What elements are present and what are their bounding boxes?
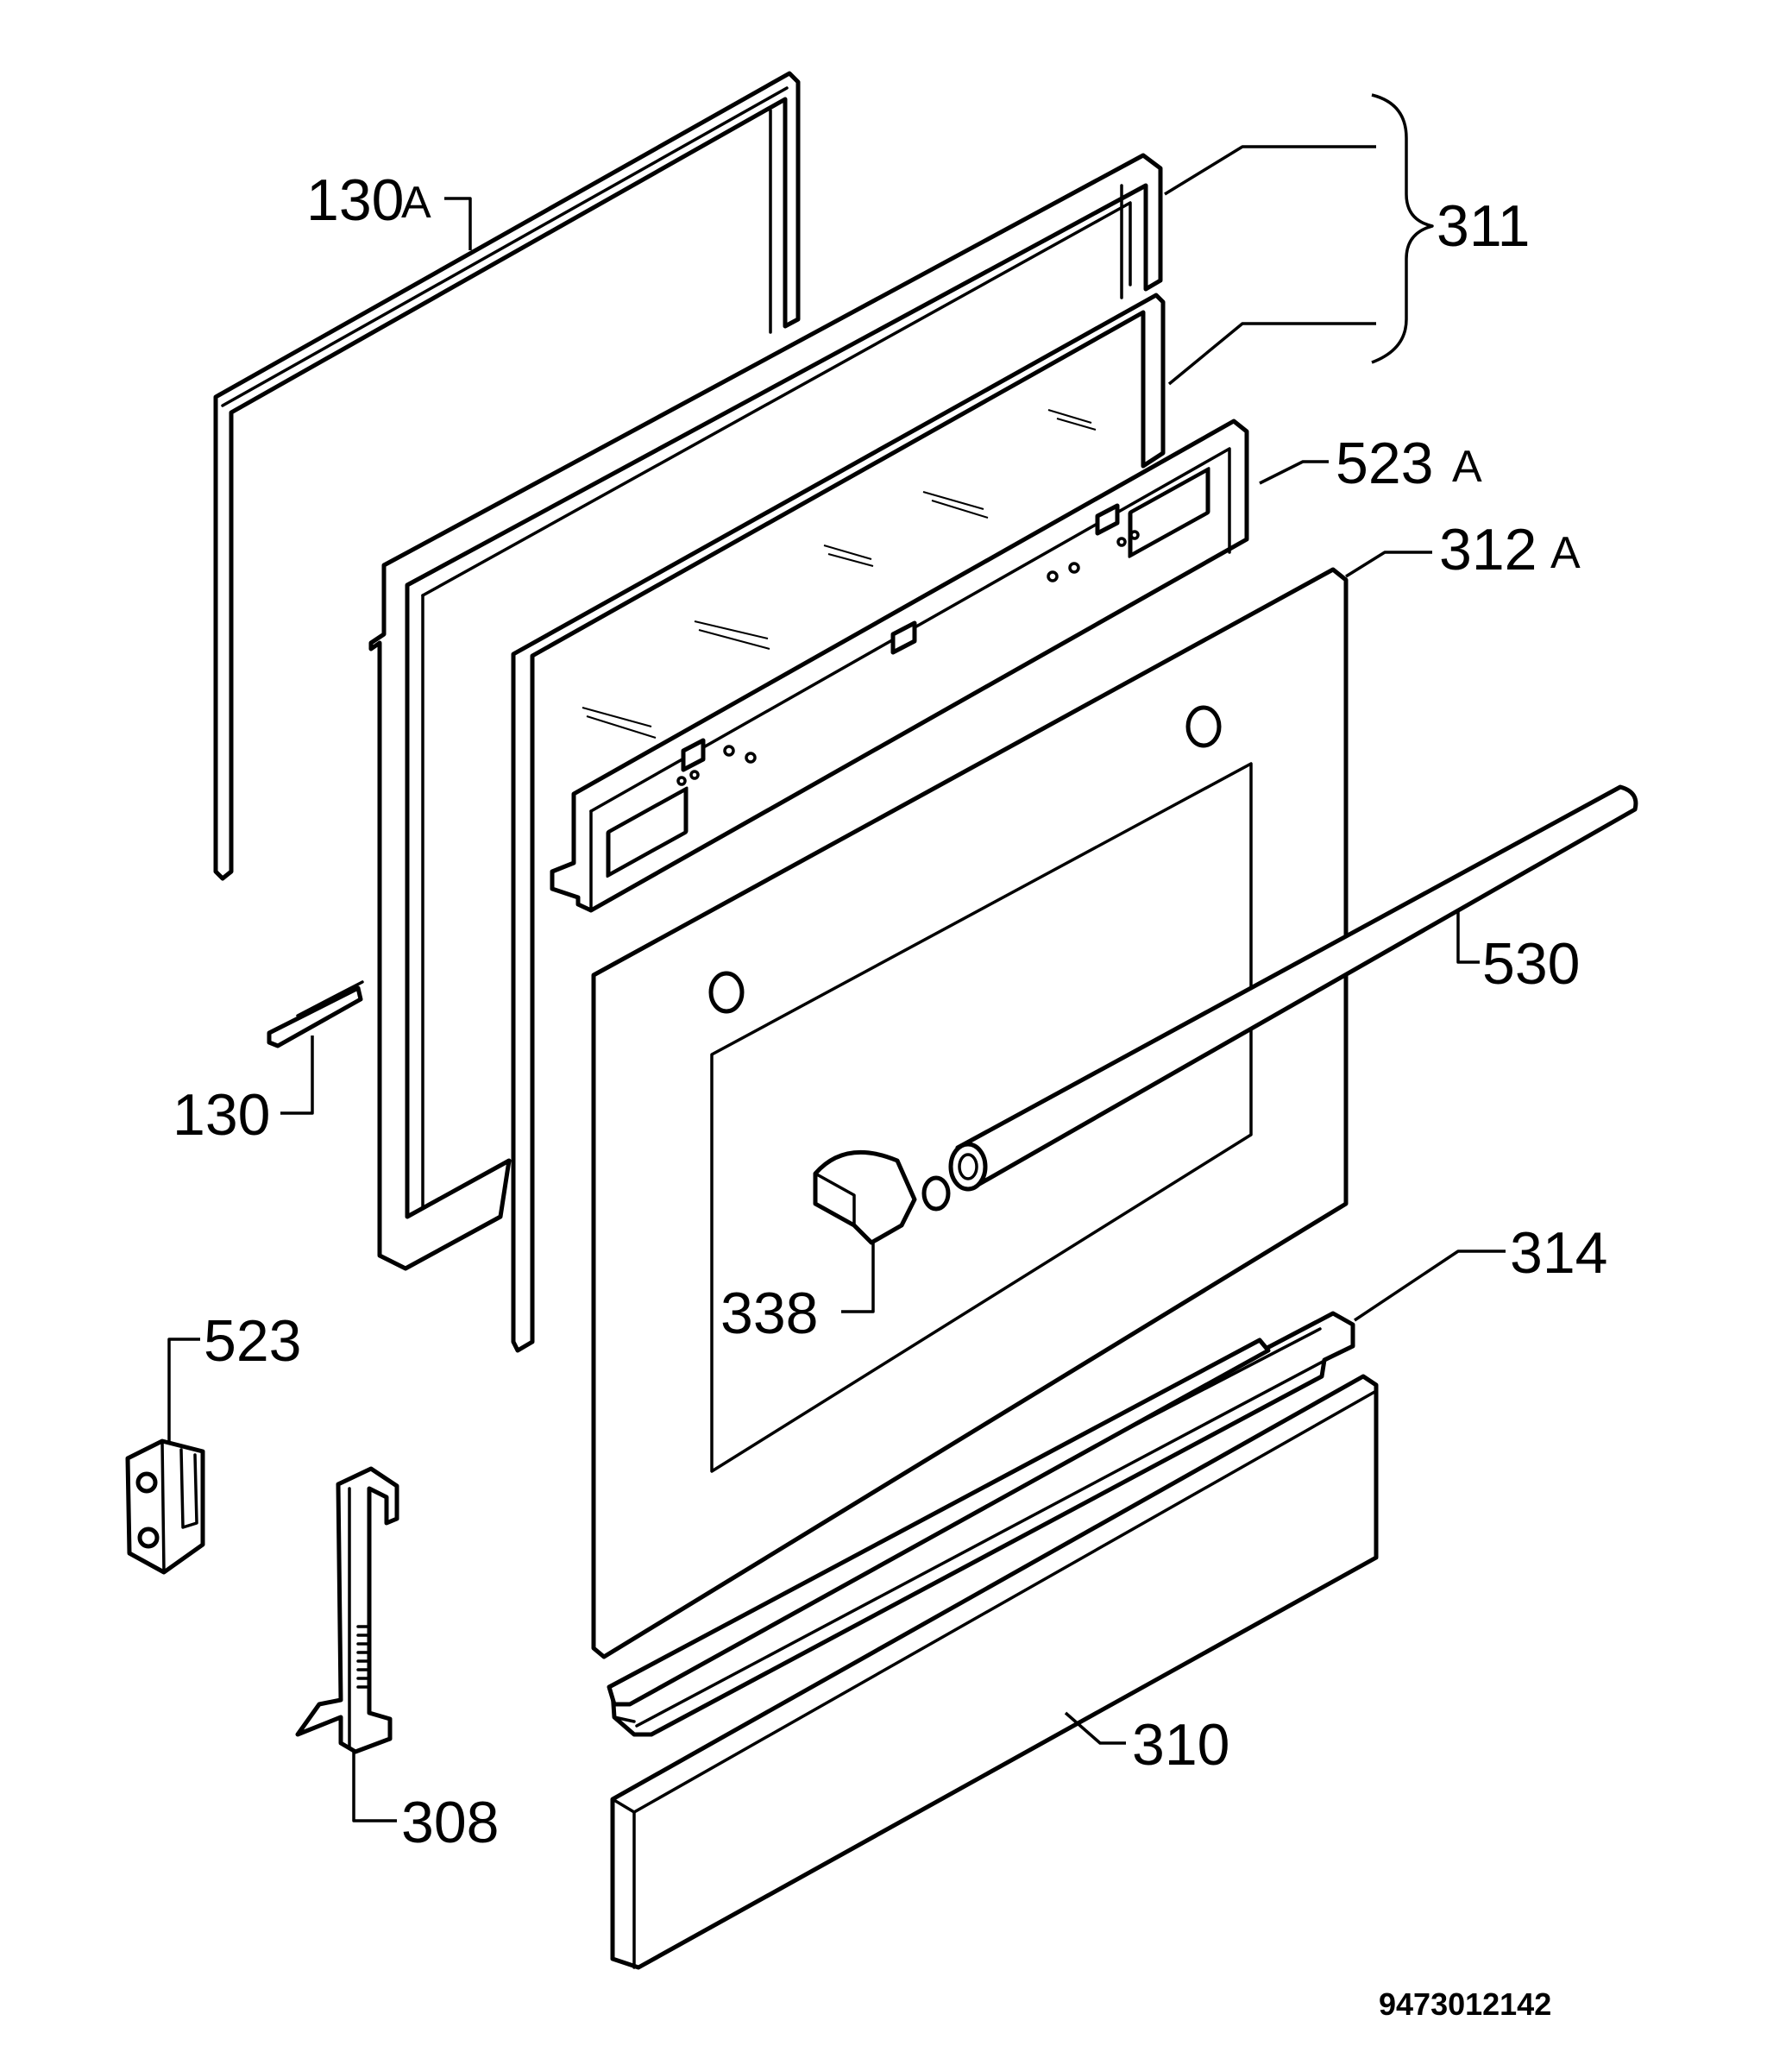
- seal-130a: [213, 71, 801, 881]
- leader-310: [1064, 1711, 1126, 1745]
- label-312a-num: 312: [1439, 517, 1537, 582]
- label-130: 130: [173, 1082, 270, 1148]
- label-314: 314: [1510, 1220, 1607, 1286]
- leader-lines: [167, 93, 1506, 1822]
- trim-314: [607, 1311, 1355, 1737]
- leader-130: [280, 1036, 314, 1115]
- bottom-panel-310: [610, 1374, 1379, 1970]
- frame-311: [368, 153, 1163, 1271]
- label-523a-suffix: A: [1452, 442, 1482, 492]
- leader-130a: [444, 197, 472, 250]
- label-523a-num: 523: [1336, 431, 1433, 496]
- label-310: 310: [1132, 1712, 1229, 1778]
- hinge-308: [295, 1466, 399, 1754]
- label-308: 308: [401, 1790, 499, 1855]
- leader-523a: [1259, 460, 1329, 485]
- end-cap-338: [813, 1149, 951, 1245]
- leader-312a: [1345, 551, 1432, 578]
- label-312a-suffix: A: [1550, 528, 1581, 578]
- label-130a-suffix: A: [401, 178, 431, 228]
- handle-530: [948, 784, 1638, 1192]
- label-523: 523: [204, 1308, 301, 1374]
- leader-311-bottom: [1167, 322, 1376, 386]
- glass-panel: [511, 293, 1166, 1353]
- label-530: 530: [1482, 931, 1580, 997]
- leader-311-top: [1164, 145, 1376, 196]
- bracket-523a: [550, 419, 1249, 913]
- leader-338: [841, 1243, 875, 1313]
- drawing-code: 9473012142: [1379, 1986, 1551, 2022]
- hinge-bracket-523: [125, 1438, 205, 1575]
- seal-strip-130: [267, 980, 364, 1048]
- leader-314: [1354, 1250, 1506, 1322]
- leader-530: [1456, 910, 1480, 964]
- label-311: 311: [1437, 193, 1530, 259]
- label-338: 338: [720, 1281, 818, 1346]
- label-130a-num: 130: [306, 167, 404, 233]
- leader-308: [352, 1752, 397, 1822]
- door-glass-312a: [591, 567, 1349, 1659]
- leader-523: [167, 1338, 200, 1443]
- brace-311: [1371, 93, 1434, 364]
